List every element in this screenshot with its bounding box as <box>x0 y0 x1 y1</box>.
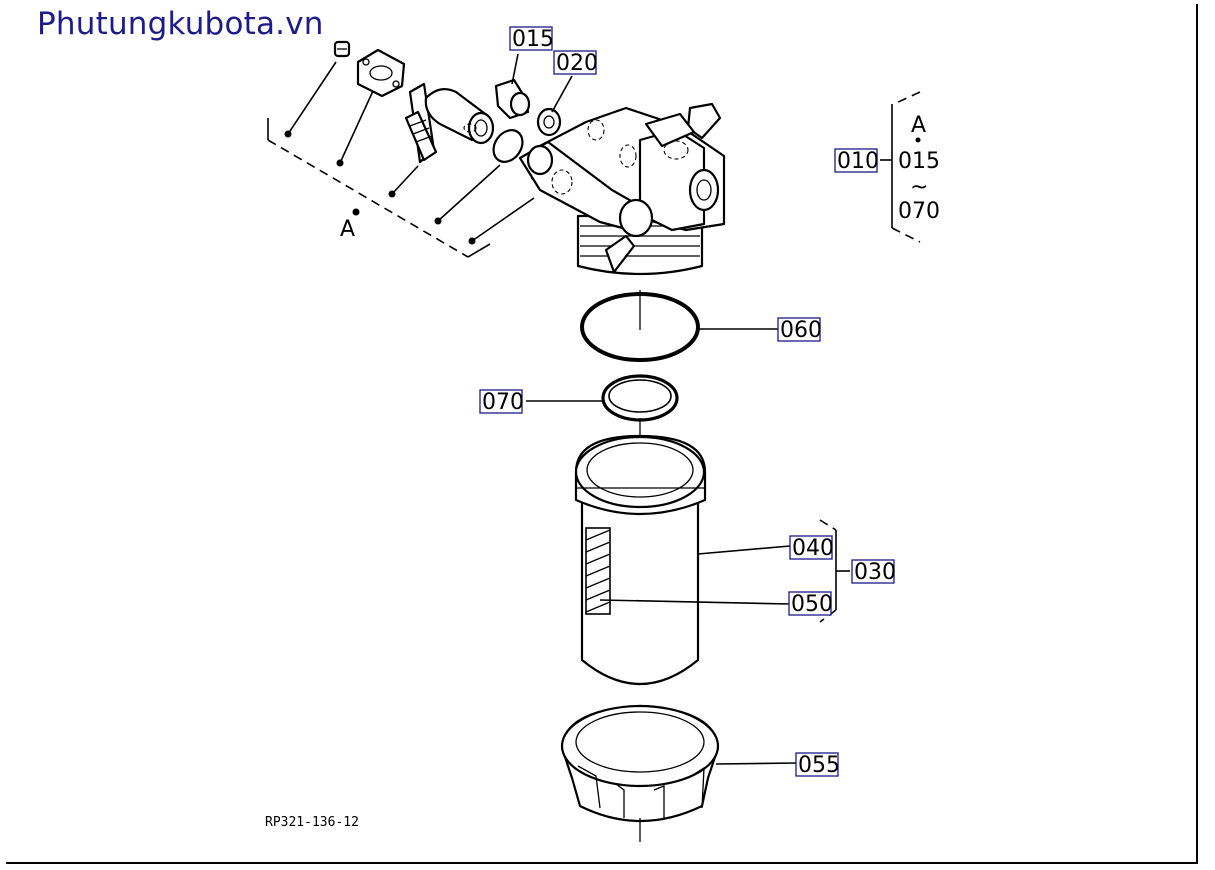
callout-055[interactable]: 055 <box>795 752 840 778</box>
callout-070[interactable]: 070 <box>479 389 524 415</box>
callout-010[interactable]: 010 <box>834 148 879 174</box>
small-o-ring-part <box>492 129 524 163</box>
svg-text:010: 010 <box>837 149 879 174</box>
cover-plate-part <box>356 48 406 98</box>
washer-020-part <box>536 75 573 137</box>
svg-text:060: 060 <box>780 318 822 343</box>
drawing-frame <box>6 4 1198 864</box>
bracket-010-bottom: 070 <box>898 199 940 224</box>
bowl-040-part <box>574 434 791 686</box>
ring-070-part <box>526 374 679 422</box>
callout-015[interactable]: 015 <box>509 26 554 52</box>
group-a-label: A <box>340 217 355 242</box>
cock-valve-part <box>424 87 495 145</box>
bracket-010-tilde: ~ <box>910 175 928 200</box>
group-030-bracket <box>819 519 850 623</box>
group-010-bracket <box>880 91 921 243</box>
svg-text:020: 020 <box>556 51 598 76</box>
lever-part <box>404 82 438 164</box>
svg-text:055: 055 <box>798 753 840 778</box>
label-050-part <box>585 527 791 615</box>
svg-text:070: 070 <box>482 390 524 415</box>
site-title[interactable]: Phutungkubota.vn <box>37 6 324 42</box>
svg-text:015: 015 <box>512 27 554 52</box>
screw-part <box>333 40 351 58</box>
bracket-010-top: A <box>911 113 926 138</box>
callout-020[interactable]: 020 <box>553 50 598 76</box>
fitting-015-part <box>494 53 531 120</box>
o-ring-060-part <box>580 292 780 362</box>
group-a-leaders <box>284 61 535 245</box>
filter-head-body <box>518 102 726 276</box>
svg-text:050: 050 <box>791 592 833 617</box>
bracket-010-middle: 015 <box>898 149 940 174</box>
callout-030[interactable]: 030 <box>851 559 896 585</box>
callout-050[interactable]: 050 <box>788 591 833 617</box>
svg-text:040: 040 <box>792 536 834 561</box>
callout-040[interactable]: 040 <box>789 535 834 561</box>
callout-060[interactable]: 060 <box>777 317 822 343</box>
svg-text:030: 030 <box>854 560 896 585</box>
drawing-reference: RP321-136-12 <box>265 815 359 830</box>
group-a-boundary <box>267 118 491 258</box>
retaining-ring-055-part <box>560 704 799 842</box>
